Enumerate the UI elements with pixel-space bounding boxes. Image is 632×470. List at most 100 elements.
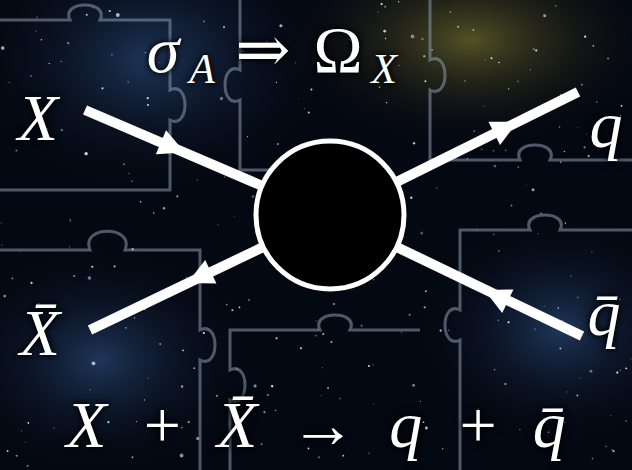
star: [534, 328, 536, 330]
star: [577, 127, 578, 128]
star: [116, 13, 120, 17]
star: [1, 244, 3, 246]
star: [412, 384, 415, 387]
arrowhead: [488, 110, 523, 145]
puzzle-piece: [430, 0, 632, 160]
star: [411, 35, 415, 39]
star: [1, 46, 5, 50]
star: [576, 394, 578, 396]
star: [271, 385, 273, 387]
star: [612, 450, 614, 452]
star: [440, 330, 442, 332]
star: [186, 277, 187, 278]
star: [450, 11, 452, 13]
arrowhead: [156, 130, 190, 164]
star: [134, 317, 135, 318]
star: [494, 369, 496, 371]
star: [398, 1, 399, 2]
star: [322, 367, 323, 368]
star: [413, 142, 415, 144]
math-label: q: [590, 92, 623, 158]
star: [1, 222, 2, 223]
star: [193, 367, 195, 369]
star: [372, 364, 373, 365]
star: [92, 361, 96, 365]
star: [384, 6, 386, 8]
math-label: X + X̄ → q + q̄: [66, 392, 566, 458]
star: [145, 52, 146, 53]
star: [41, 39, 43, 41]
star: [101, 87, 103, 89]
star: [3, 295, 6, 298]
star: [224, 176, 225, 177]
star: [535, 49, 537, 51]
star: [251, 195, 254, 198]
star: [386, 102, 387, 103]
star: [181, 385, 183, 387]
star: [383, 30, 386, 33]
star: [559, 348, 561, 350]
star: [310, 88, 312, 90]
star: [61, 61, 62, 62]
star: [27, 465, 29, 467]
star: [526, 185, 527, 186]
star: [140, 201, 142, 203]
math-label: Ω: [313, 17, 362, 83]
star: [625, 367, 627, 369]
star: [226, 304, 228, 306]
star: [197, 179, 199, 181]
star: [322, 333, 324, 335]
star: [247, 136, 248, 137]
star: [421, 38, 423, 40]
star: [583, 146, 585, 148]
star: [409, 314, 411, 316]
star: [566, 391, 567, 392]
star: [481, 149, 482, 150]
star: [380, 3, 382, 5]
star: [464, 80, 465, 81]
star: [315, 335, 316, 336]
star: [555, 5, 557, 7]
star: [70, 220, 72, 222]
star: [483, 105, 484, 106]
star: [30, 282, 32, 284]
star: [88, 276, 92, 280]
star: [532, 188, 535, 191]
math-label: A: [189, 48, 215, 90]
star: [473, 29, 475, 31]
star: [559, 126, 561, 128]
star: [8, 82, 9, 83]
star: [159, 343, 161, 345]
star: [448, 330, 449, 331]
star: [498, 62, 500, 64]
star: [25, 442, 26, 443]
star: [511, 205, 513, 207]
star: [36, 16, 37, 17]
star: [300, 347, 302, 349]
arrowhead: [182, 260, 217, 295]
star: [630, 358, 631, 359]
star: [60, 129, 63, 132]
star: [485, 59, 486, 60]
star: [616, 372, 618, 374]
star: [577, 296, 579, 298]
star: [69, 246, 70, 247]
star: [586, 134, 587, 135]
star: [420, 232, 423, 235]
star: [148, 377, 150, 379]
star: [163, 207, 165, 209]
star: [498, 320, 500, 322]
star: [73, 275, 75, 277]
star: [128, 173, 130, 175]
star: [217, 224, 218, 225]
star: [564, 151, 566, 153]
star: [231, 309, 233, 311]
star: [565, 222, 567, 224]
star: [530, 69, 531, 70]
star: [588, 155, 590, 157]
star: [304, 108, 305, 109]
star: [111, 54, 113, 56]
star: [123, 163, 124, 164]
star: [368, 365, 370, 367]
